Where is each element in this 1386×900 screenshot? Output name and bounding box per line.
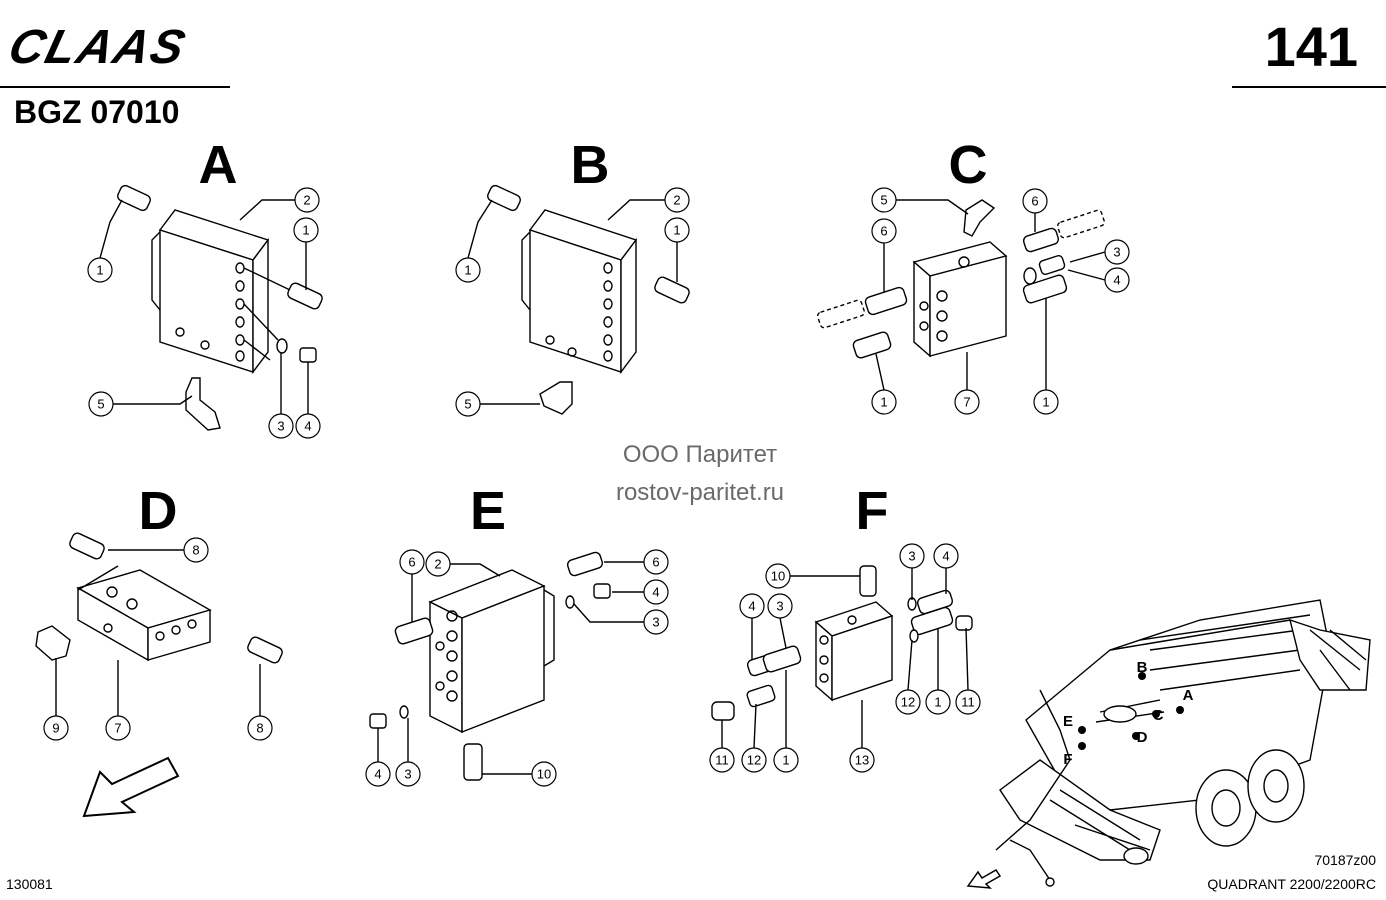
callout-c-7: 7 bbox=[963, 395, 970, 410]
callout-e-10: 10 bbox=[537, 767, 551, 782]
callout-f-11-right: 11 bbox=[961, 695, 975, 710]
callout-b-2: 2 bbox=[673, 193, 680, 208]
callout-f-12-left: 12 bbox=[747, 753, 761, 768]
callout-d-8-top: 8 bbox=[192, 543, 199, 558]
section-f-callouts: 10 3 4 4 3 12 1 11 11 12 1 13 bbox=[709, 543, 981, 773]
callout-b-1-left: 1 bbox=[464, 263, 471, 278]
callout-a-5: 5 bbox=[97, 397, 104, 412]
callout-f-4-left: 4 bbox=[748, 599, 755, 614]
document-code: BGZ 07010 bbox=[14, 94, 180, 130]
section-letter-a: A bbox=[198, 135, 238, 195]
callout-e-4-bottom: 4 bbox=[374, 767, 381, 782]
callout-f-10: 10 bbox=[771, 569, 785, 584]
watermark-url: rostov-paritet.ru bbox=[615, 479, 785, 506]
overview-label-d: D bbox=[1137, 729, 1148, 746]
callout-e-2: 2 bbox=[434, 557, 441, 572]
overview-label-e: E bbox=[1063, 713, 1073, 730]
direction-arrow-icon bbox=[82, 756, 180, 818]
callout-e-3-bottom: 3 bbox=[404, 767, 411, 782]
callout-e-4-right: 4 bbox=[652, 585, 659, 600]
callout-c-6-right: 6 bbox=[1031, 194, 1038, 209]
callout-d-7: 7 bbox=[114, 721, 121, 736]
section-d-callouts: 8 9 7 8 bbox=[43, 537, 273, 741]
section-e-callouts: 6 2 6 4 3 4 3 10 bbox=[365, 549, 669, 787]
callout-e-3-right: 3 bbox=[652, 615, 659, 630]
section-letter-c: C bbox=[948, 135, 988, 195]
callout-d-8-bottom: 8 bbox=[256, 721, 263, 736]
section-d-fittings bbox=[35, 532, 283, 664]
callout-f-3-top: 3 bbox=[908, 549, 915, 564]
section-letter-b: B bbox=[570, 135, 610, 195]
callout-e-6-right: 6 bbox=[652, 555, 659, 570]
section-a-block bbox=[151, 209, 291, 375]
callout-c-3: 3 bbox=[1113, 245, 1120, 260]
section-letter-e: E bbox=[469, 481, 507, 541]
section-d-block bbox=[76, 565, 212, 662]
overview-label-c: C bbox=[1153, 707, 1164, 724]
watermark-company: ООО Паритет bbox=[622, 441, 778, 468]
model-name: QUADRANT 2200/2200RC bbox=[1207, 876, 1376, 892]
section-e-fittings bbox=[369, 551, 611, 781]
callout-f-1-right: 1 bbox=[934, 695, 941, 710]
callout-a-1-left: 1 bbox=[96, 263, 103, 278]
section-letter-d: D bbox=[138, 481, 178, 541]
callout-f-12-right: 12 bbox=[901, 695, 915, 710]
header-rule-right bbox=[1232, 86, 1386, 88]
callout-c-6-left: 6 bbox=[880, 224, 887, 239]
callout-e-6-left: 6 bbox=[408, 555, 415, 570]
drawing-number: 130081 bbox=[6, 876, 53, 892]
section-c-callouts: 5 6 6 3 4 1 7 1 bbox=[871, 187, 1130, 415]
callout-f-4-top: 4 bbox=[942, 549, 949, 564]
section-e-block bbox=[428, 569, 555, 734]
callout-c-1-left: 1 bbox=[880, 395, 887, 410]
overview-label-b: B bbox=[1137, 659, 1148, 676]
callout-f-11-left: 11 bbox=[715, 753, 729, 768]
callout-a-4: 4 bbox=[304, 419, 311, 434]
overview-label-a: A bbox=[1183, 687, 1194, 704]
section-b-block bbox=[521, 209, 638, 375]
callout-b-1-right: 1 bbox=[673, 223, 680, 238]
watermark: ООО Паритет rostov-paritet.ru bbox=[520, 436, 880, 512]
section-a-callouts: 1 2 1 5 3 4 bbox=[87, 187, 321, 439]
overview-label-f: F bbox=[1063, 751, 1072, 768]
callout-c-1-right: 1 bbox=[1042, 395, 1049, 410]
section-f-fittings bbox=[711, 565, 973, 721]
callout-a-1-right: 1 bbox=[302, 223, 309, 238]
section-f-block bbox=[814, 601, 894, 702]
section-b-fittings bbox=[487, 184, 690, 415]
baler-overview-illustration: B A C D E F bbox=[966, 599, 1371, 889]
figure-code: 70187z00 bbox=[1314, 852, 1376, 868]
callout-c-4: 4 bbox=[1113, 273, 1120, 288]
callout-d-9: 9 bbox=[52, 721, 59, 736]
callout-c-5: 5 bbox=[880, 193, 887, 208]
header-rule-left bbox=[0, 86, 230, 88]
callout-f-13: 13 bbox=[855, 753, 869, 768]
callout-f-1-left: 1 bbox=[782, 753, 789, 768]
section-c-block bbox=[912, 241, 1008, 358]
callout-a-2: 2 bbox=[303, 193, 310, 208]
section-c-fittings bbox=[816, 199, 1106, 359]
section-letter-f: F bbox=[855, 481, 889, 541]
callout-a-3: 3 bbox=[277, 419, 284, 434]
page-number: 141 bbox=[1264, 15, 1358, 78]
section-a-fittings bbox=[117, 184, 323, 431]
callout-b-5: 5 bbox=[464, 397, 471, 412]
overview-arrow-icon bbox=[966, 869, 1002, 889]
callout-f-3-left: 3 bbox=[776, 599, 783, 614]
section-b-callouts: 1 2 1 5 bbox=[455, 187, 690, 417]
